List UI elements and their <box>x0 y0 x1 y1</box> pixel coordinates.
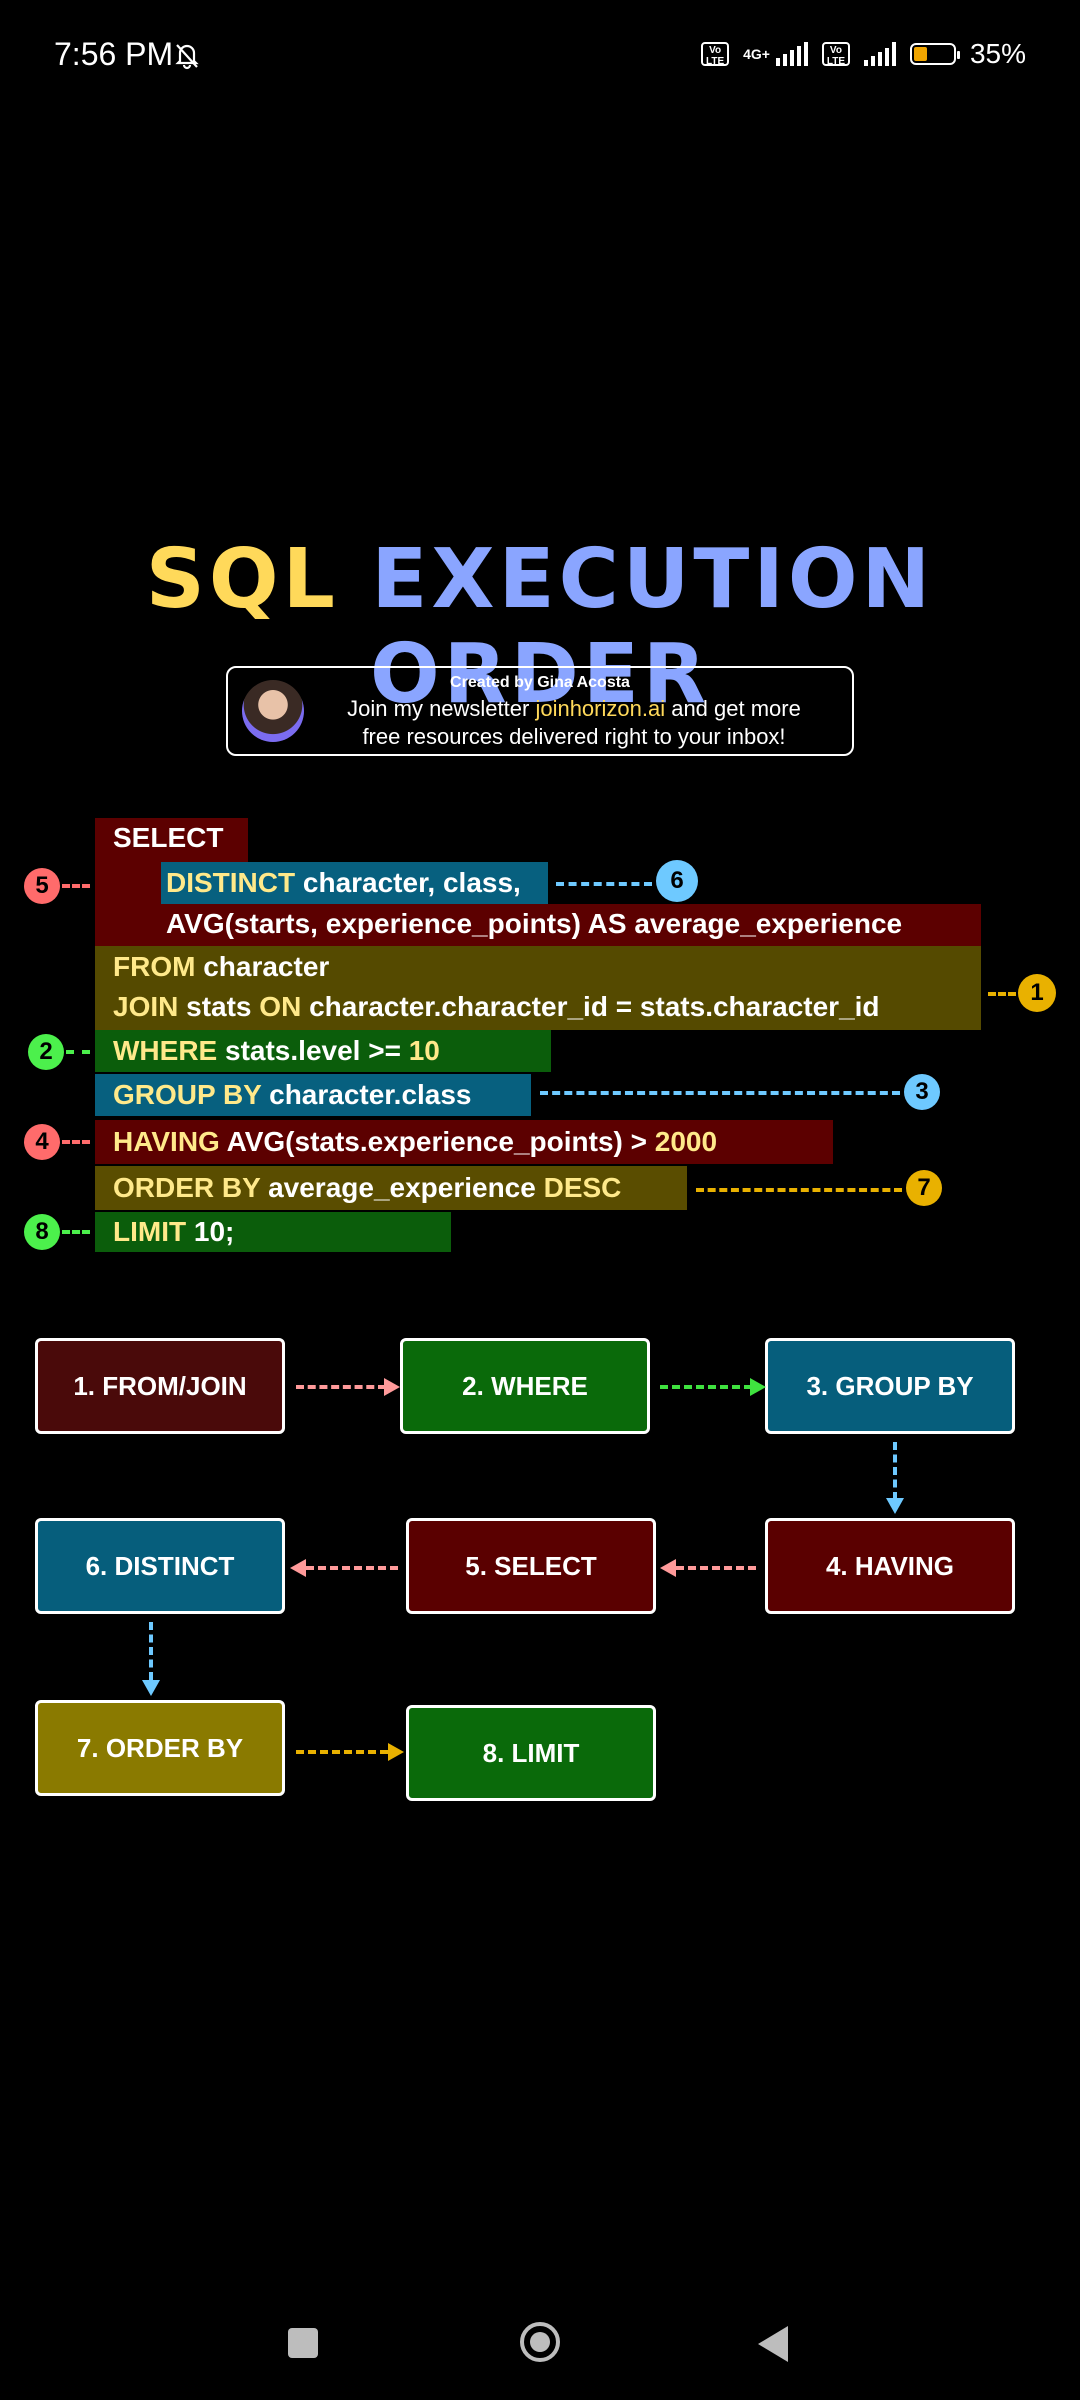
marker-6-line <box>556 882 652 886</box>
flow-distinct: 6. DISTINCT <box>35 1518 285 1614</box>
code-select: SELECT <box>113 822 224 853</box>
arrow-5-6-line <box>306 1566 398 1570</box>
code-where: WHERE stats.level >= 10 <box>113 1035 440 1066</box>
marker-3-line <box>540 1091 900 1095</box>
arrow-right-icon <box>388 1743 404 1761</box>
bell-off-icon <box>175 44 199 70</box>
marker-8-line <box>62 1230 90 1234</box>
arrow-right-icon <box>750 1378 766 1396</box>
avg-bg <box>95 904 981 946</box>
home-button[interactable] <box>520 2322 560 2362</box>
marker-6: 6 <box>656 860 698 902</box>
flow-where: 2. WHERE <box>400 1338 650 1434</box>
newsletter-line-2: free resources delivered right to your i… <box>362 724 786 749</box>
marker-5: 5 <box>24 868 60 904</box>
code-from: FROM character <box>113 951 330 982</box>
signal-icon-2 <box>863 42 896 66</box>
volte-icon-2: Vo LTE <box>821 42 850 67</box>
arrow-1-2-line <box>296 1385 386 1389</box>
arrow-left-icon <box>660 1559 676 1577</box>
arrow-right-icon <box>384 1378 400 1396</box>
code-having: HAVING AVG(stats.experience_points) > 20… <box>113 1126 718 1157</box>
arrow-3-4-line <box>893 1442 897 1500</box>
marker-8: 8 <box>24 1214 60 1250</box>
arrow-left-icon <box>290 1559 306 1577</box>
marker-1: 1 <box>1018 974 1056 1012</box>
flow-from-join: 1. FROM/JOIN <box>35 1338 285 1434</box>
orderby-bg <box>95 1166 687 1210</box>
status-icons: Vo LTE 4G+ Vo LTE 35% <box>701 38 1026 70</box>
code-limit: LIMIT 10; <box>113 1216 235 1247</box>
back-button[interactable] <box>758 2326 788 2362</box>
newsletter-link[interactable]: joinhorizon.ai <box>535 696 666 721</box>
battery-percent: 35% <box>969 38 1026 69</box>
network-type: 4G+ <box>743 46 770 62</box>
flow-order-by: 7. ORDER BY <box>35 1700 285 1796</box>
recent-apps-button[interactable] <box>288 2328 318 2358</box>
title-sql: SQL <box>145 532 339 627</box>
select-bg-2 <box>95 862 161 904</box>
from-join-bg <box>95 946 981 1030</box>
code-join: JOIN stats ON character.character_id = s… <box>113 991 880 1022</box>
flow-group-by: 3. GROUP BY <box>765 1338 1015 1434</box>
created-by: Created by Gina Acosta <box>450 674 630 691</box>
title-rest: EXECUTION ORDER <box>369 532 935 722</box>
arrow-7-8-line <box>296 1750 388 1754</box>
avatar <box>242 680 304 742</box>
code-avg: AVG(starts, experience_points) AS averag… <box>166 908 903 939</box>
marker-3: 3 <box>904 1074 940 1110</box>
marker-2: 2 <box>28 1034 64 1070</box>
arrow-6-7-line <box>149 1622 153 1680</box>
groupby-bg <box>95 1074 531 1116</box>
status-time: 7:56 PM <box>54 36 174 72</box>
having-bg <box>95 1120 833 1164</box>
page-title: SQL EXECUTION ORDER <box>0 532 1080 722</box>
select-bg-1 <box>95 818 248 862</box>
flow-select: 5. SELECT <box>406 1518 656 1614</box>
marker-7: 7 <box>906 1170 942 1206</box>
code-distinct: DISTINCT character, class, <box>166 867 521 898</box>
volte-icon: Vo LTE <box>701 42 730 67</box>
signal-icon <box>775 42 808 66</box>
marker-4-line <box>62 1140 90 1144</box>
marker-2-line <box>66 1050 90 1054</box>
distinct-bg <box>161 862 548 904</box>
code-orderby: ORDER BY average_experience DESC <box>113 1172 622 1203</box>
flow-having: 4. HAVING <box>765 1518 1015 1614</box>
marker-5-line <box>62 884 90 888</box>
marker-7-line <box>696 1188 902 1192</box>
newsletter-line-1: Join my newsletter joinhorizon.ai and ge… <box>347 696 801 721</box>
code-groupby: GROUP BY character.class <box>113 1079 472 1110</box>
arrow-down-icon <box>886 1498 904 1514</box>
arrow-down-icon <box>142 1680 160 1696</box>
newsletter-card[interactable]: Created by Gina Acosta Join my newslette… <box>226 666 854 756</box>
flow-limit: 8. LIMIT <box>406 1705 656 1801</box>
battery-icon <box>909 43 960 65</box>
limit-bg <box>95 1212 451 1252</box>
arrow-2-3-line <box>660 1385 752 1389</box>
arrow-4-5-line <box>676 1566 756 1570</box>
marker-4: 4 <box>24 1124 60 1160</box>
where-bg <box>95 1030 551 1072</box>
marker-1-line <box>988 992 1016 996</box>
